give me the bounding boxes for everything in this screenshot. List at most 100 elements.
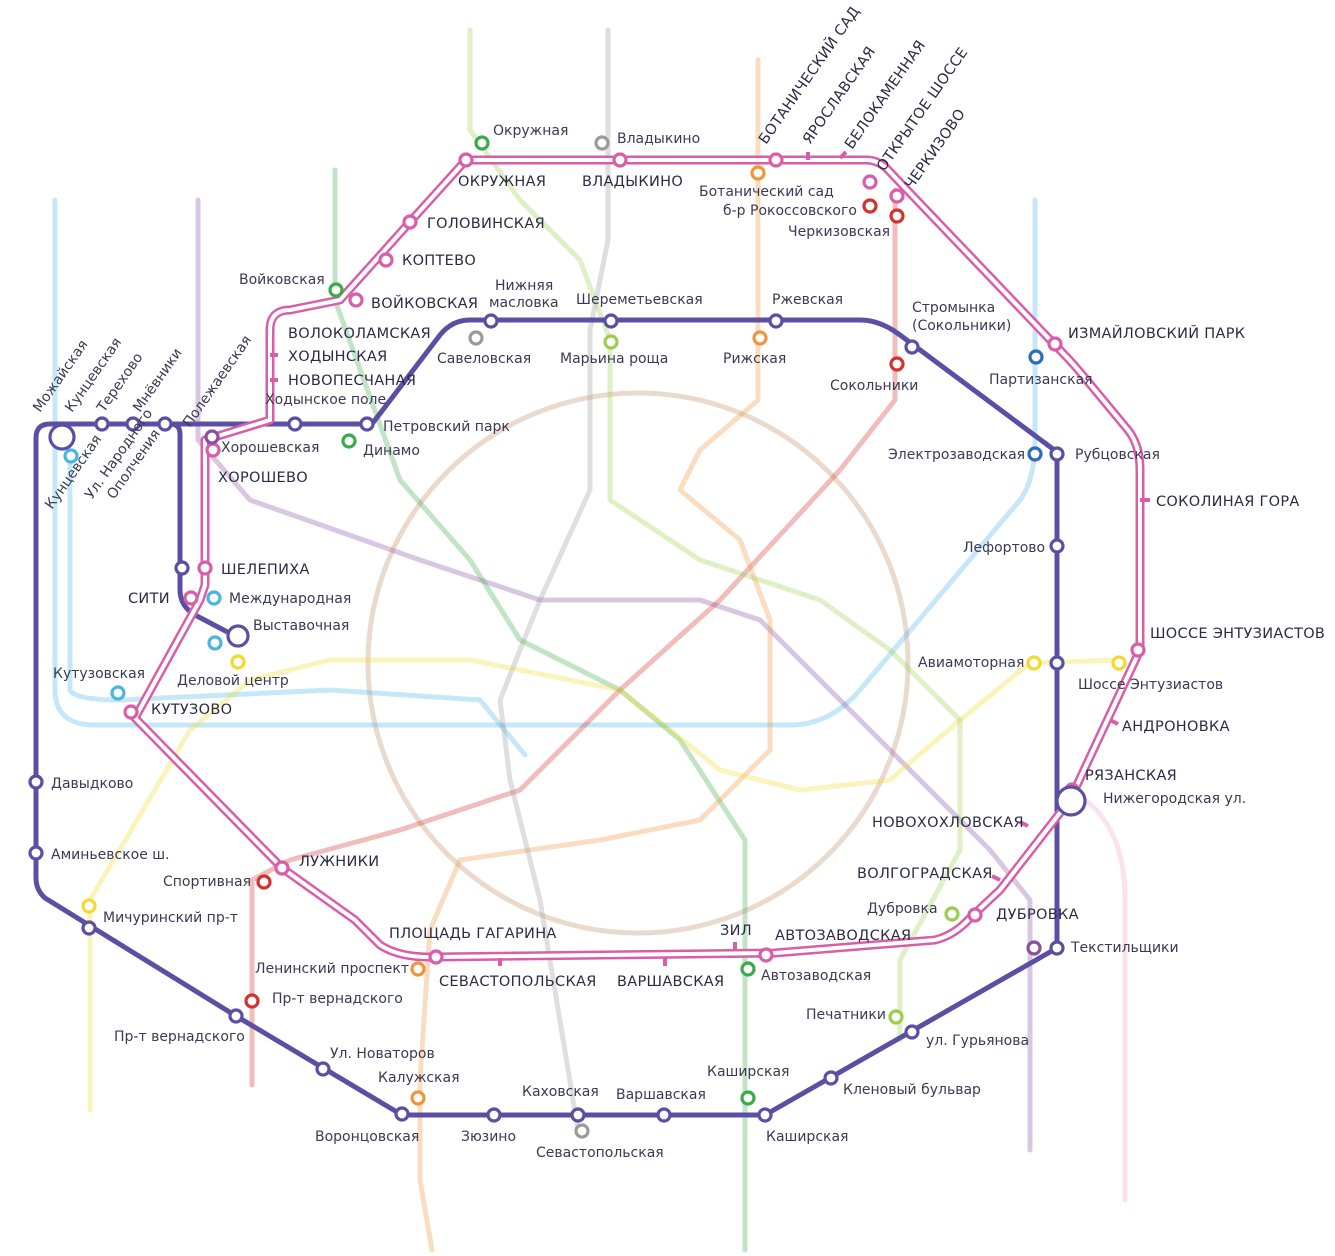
big-circle-line [33, 317, 1060, 1118]
station-label: РЯЗАНСКАЯ [1085, 768, 1177, 784]
station-circle-icon[interactable] [81, 898, 97, 914]
station-circle-icon[interactable] [612, 152, 628, 168]
station-circle-icon[interactable] [348, 292, 364, 308]
station-circle-icon[interactable] [904, 1024, 920, 1040]
station-circle-icon[interactable] [394, 1106, 410, 1122]
station-circle-icon[interactable] [63, 448, 79, 464]
station-circle-icon[interactable] [402, 214, 418, 230]
station-circle-icon[interactable] [574, 1123, 590, 1139]
station-label: ул. Гурьянова [926, 1033, 1029, 1049]
station-label: Черкизовская [788, 224, 890, 240]
station-circle-icon[interactable] [483, 313, 499, 329]
station-circle-icon[interactable] [967, 907, 983, 923]
station-circle-icon[interactable] [287, 416, 303, 432]
station-circle-icon[interactable] [48, 423, 76, 451]
station-circle-icon[interactable] [410, 1090, 426, 1106]
station-circle-icon[interactable] [1049, 940, 1065, 956]
station-circle-icon[interactable] [378, 252, 394, 268]
station-circle-icon[interactable] [1026, 655, 1042, 671]
station-circle-icon[interactable] [125, 416, 141, 432]
station-circle-icon[interactable] [603, 334, 619, 350]
station-circle-icon[interactable] [174, 560, 190, 576]
station-circle-icon[interactable] [274, 860, 290, 876]
station-circle-icon[interactable] [226, 624, 250, 648]
station-circle-icon[interactable] [230, 654, 246, 670]
station-circle-icon[interactable] [28, 774, 44, 790]
station-circle-icon[interactable] [1130, 642, 1146, 658]
station-circle-icon[interactable] [328, 282, 344, 298]
station-circle-icon[interactable] [768, 313, 784, 329]
station-circle-icon[interactable] [458, 152, 474, 168]
station-label: Ул. Новаторов [330, 1046, 435, 1062]
station-label: ВОЛОКОЛАМСКАЯ [288, 326, 431, 342]
station-circle-icon[interactable] [410, 961, 426, 977]
station-circle-icon[interactable] [428, 949, 444, 965]
station-circle-icon[interactable] [750, 165, 766, 181]
station-label: Каховская [522, 1084, 599, 1100]
station-circle-icon[interactable] [1111, 655, 1127, 671]
serpukhovsko-timiryazevskaya-line [497, 27, 611, 1133]
station-label: ЗИЛ [720, 923, 752, 939]
station-circle-icon[interactable] [1028, 349, 1044, 365]
station-circle-icon[interactable] [752, 330, 768, 346]
station-circle-icon[interactable] [740, 1090, 756, 1106]
station-circle-icon[interactable] [123, 704, 139, 720]
station-label: СИТИ [128, 591, 170, 607]
station-label: ШЕЛЕПИХА [221, 562, 310, 578]
station-circle-icon[interactable] [359, 416, 375, 432]
station-circle-icon[interactable] [740, 961, 756, 977]
station-circle-icon[interactable] [1026, 940, 1042, 956]
station-circle-icon[interactable] [28, 845, 44, 861]
station-label: (Сокольники) [912, 318, 1011, 334]
station-label: АНДРОНОВКА [1122, 719, 1230, 735]
station-circle-icon[interactable] [603, 313, 619, 329]
station-circle-icon[interactable] [823, 1070, 839, 1086]
station-circle-icon[interactable] [656, 1107, 672, 1123]
station-circle-icon[interactable] [486, 1107, 502, 1123]
station-circle-icon[interactable] [205, 442, 221, 458]
station-circle-icon[interactable] [1049, 538, 1065, 554]
station-circle-icon[interactable] [889, 188, 905, 204]
station-circle-icon[interactable] [768, 152, 784, 168]
station-circle-icon[interactable] [944, 906, 960, 922]
station-circle-icon[interactable] [594, 135, 610, 151]
station-circle-icon[interactable] [228, 1008, 244, 1024]
station-circle-icon[interactable] [474, 135, 490, 151]
station-circle-icon[interactable] [207, 635, 223, 651]
station-circle-icon[interactable] [889, 356, 905, 372]
station-circle-icon[interactable] [468, 330, 484, 346]
station-circle-icon[interactable] [204, 429, 220, 445]
station-circle-icon[interactable] [341, 433, 357, 449]
station-circle-icon[interactable] [1049, 446, 1065, 462]
station-label: масловка [489, 295, 559, 311]
station-label: Печатники [806, 1007, 886, 1023]
station-circle-icon[interactable] [110, 685, 126, 701]
station-circle-icon[interactable] [1047, 336, 1063, 352]
station-circle-icon[interactable] [888, 1009, 904, 1025]
station-label: ВОЙКОВСКАЯ [371, 294, 478, 312]
station-label: Рижская [723, 351, 786, 367]
station-circle-icon[interactable] [183, 590, 199, 606]
station-circle-icon[interactable] [206, 590, 222, 606]
station-circle-icon[interactable] [1055, 785, 1087, 817]
station-circle-icon[interactable] [889, 208, 905, 224]
station-circle-icon[interactable] [904, 339, 920, 355]
station-circle-icon[interactable] [862, 198, 878, 214]
station-label: ОКРУЖНАЯ [458, 174, 546, 190]
station-circle-icon[interactable] [244, 993, 260, 1009]
station-circle-icon[interactable] [570, 1107, 586, 1123]
station-circle-icon[interactable] [197, 560, 213, 576]
station-circle-icon[interactable] [862, 174, 878, 190]
station-circle-icon[interactable] [256, 874, 272, 890]
station-circle-icon[interactable] [1027, 446, 1043, 462]
station-circle-icon[interactable] [758, 947, 774, 963]
station-circle-icon[interactable] [1049, 655, 1065, 671]
station-circle-icon[interactable] [94, 416, 110, 432]
station-circle-icon[interactable] [757, 1107, 773, 1123]
station-circle-icon[interactable] [315, 1061, 331, 1077]
station-label: Электрозаводская [888, 447, 1025, 463]
station-circle-icon[interactable] [157, 416, 173, 432]
station-circle-icon[interactable] [81, 920, 97, 936]
station-label: ГОЛОВИНСКАЯ [427, 216, 545, 232]
